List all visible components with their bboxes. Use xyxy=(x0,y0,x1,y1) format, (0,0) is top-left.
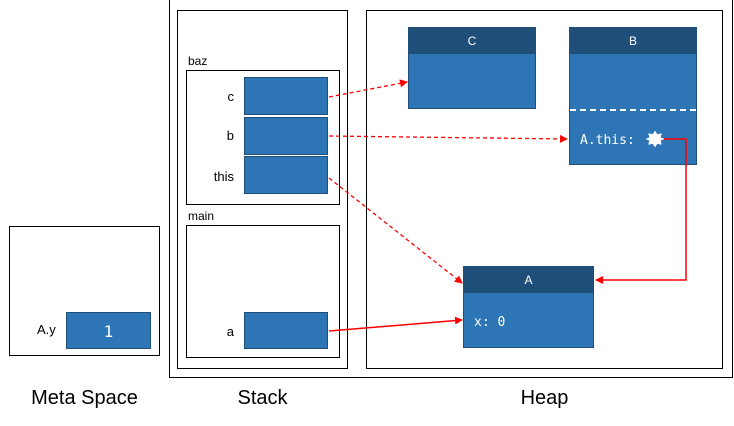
heap-object-b-divider xyxy=(570,109,696,111)
slot-b xyxy=(244,117,328,155)
meta-space-field-value: 1 xyxy=(66,312,151,349)
meta-space-title: Meta Space xyxy=(31,387,138,409)
frame-label-baz: baz xyxy=(188,54,208,68)
meta-space-field-value-text: 1 xyxy=(103,322,114,341)
heap-title: Heap xyxy=(520,387,569,409)
heap-object-a-header: A xyxy=(464,267,593,293)
heap-object-a-field: x: 0 xyxy=(474,315,506,330)
slot-label-b: b xyxy=(226,128,234,143)
meta-space-field-label: A.y xyxy=(37,322,56,337)
slot-label-a: a xyxy=(226,324,234,339)
slot-c xyxy=(244,77,328,115)
slot-label-this: this xyxy=(213,169,234,184)
heap-object-a: A x: 0 xyxy=(463,266,594,348)
heap-object-c: C xyxy=(408,27,536,109)
slot-label-c: c xyxy=(227,89,235,104)
heap-object-b-field: A.this: xyxy=(580,133,635,148)
heap-object-b: B A.this: xyxy=(569,27,697,165)
slot-a xyxy=(244,312,328,349)
stack-title: Stack xyxy=(237,387,288,409)
heap-object-b-header: B xyxy=(570,28,696,54)
frame-label-main: main xyxy=(188,209,215,223)
slot-this xyxy=(244,156,328,194)
heap-object-c-header: C xyxy=(409,28,535,54)
